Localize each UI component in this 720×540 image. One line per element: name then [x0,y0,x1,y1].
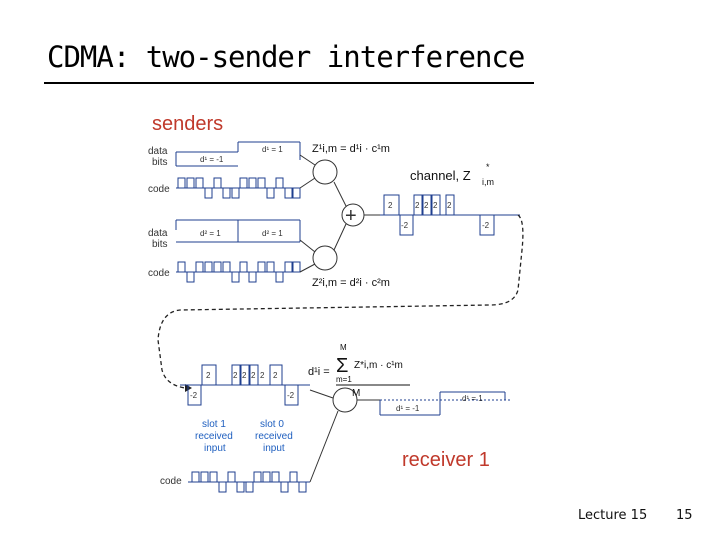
sender2-bits-label: bits [152,239,168,250]
channel-waveform [380,194,520,236]
receiver-input-top-1: 2 [206,371,211,380]
cdma-diagram: senders data bits d¹ = -1 d¹ = 1 code Z¹… [148,113,524,493]
channel-label: channel, Z [410,168,471,183]
sender2-multiplier [312,245,338,271]
sender2-bit-slot0: d² = 1 [262,229,283,238]
channel-value-top-4: 2 [433,201,438,210]
channel-value-top-3: 2 [424,201,429,210]
sender2-data-label: data [148,228,168,239]
receiver-formula-sum-bottom: m=1 [336,375,352,384]
receiver-input-bottom-1: -2 [190,391,198,400]
sender1-bit-slot1: d¹ = -1 [200,155,224,164]
sender1-bits-label: bits [152,157,168,168]
mult2-to-adder [333,223,347,251]
receiver-input-top-4: 2 [251,371,256,380]
receiver-code-label: code [160,476,182,487]
receiver-code-waveform [188,471,310,493]
code-to-receiver-mult [309,410,339,483]
slot1-label-line1: slot 1 [202,419,226,430]
channel-sub: i,m [482,177,494,187]
sender1-formula: Z¹i,m = d¹i · c¹m [312,143,390,155]
sender2-bit-slot1: d² = 1 [200,229,221,238]
receiver-input-top-6: 2 [273,371,278,380]
channel-value-bottom-2: -2 [482,221,490,230]
sender1-data-to-mult [299,154,316,166]
receiver-input-waveform [180,364,310,406]
sender1-data-waveform [175,141,301,167]
receiver-out-slot0: d¹ = 1 [462,394,483,403]
channel-value-bottom-1: -2 [401,221,409,230]
sender2-code-label: code [148,268,170,279]
slot1-label-line2: received [195,431,233,442]
sender1-multiplier [312,159,338,185]
slot0-label-line2: received [255,431,293,442]
adder-plus-icon: + [345,205,357,227]
receiver-formula-sum-top: M [340,343,347,352]
sender1-code-to-mult [299,177,316,189]
receiver-input-top-5: 2 [260,371,265,380]
receiver-formula-lhs: d¹i = [308,366,330,378]
channel-to-receiver-path [157,214,524,389]
sender1-bit-slot0: d¹ = 1 [262,145,283,154]
slot0-label-line1: slot 0 [260,419,284,430]
channel-value-top-5: 2 [447,201,452,210]
channel-value-top-2: 2 [415,201,420,210]
sender2-data-waveform [175,219,301,243]
receiver-input-top-2: 2 [233,371,238,380]
receiver-input-top-3: 2 [242,371,247,380]
receiver-out-slot1: d¹ = -1 [396,404,420,413]
sender2-code-to-mult [299,263,316,273]
receiver-formula-denominator: M [352,388,360,399]
slot0-label-line3: input [263,443,285,454]
footer-page-number: 15 [676,508,693,523]
sender1-code-label: code [148,184,170,195]
title-underline [44,82,534,84]
sender2-formula: Z²i,m = d²i · c²m [312,277,390,289]
receiver-sum-icon: Σ [336,355,348,377]
sender2-code-waveform [176,261,301,283]
mult1-to-adder [333,181,347,207]
slot1-label-line3: input [204,443,226,454]
receiver-input-bottom-2: -2 [287,391,295,400]
slide-title: CDMA: two-sender interference [47,40,525,74]
footer-lecture-label: Lecture 15 [578,508,648,523]
sender1-code-waveform [176,177,301,199]
receiver-formula-numerator: Z*i,m · c¹m [354,360,403,371]
receiver-heading: receiver 1 [402,449,490,471]
senders-heading: senders [152,113,223,135]
sender2-data-to-mult [299,239,316,253]
receiver-output-waveform [379,391,510,416]
input-to-receiver-mult [309,389,334,399]
channel-sup: * [486,162,490,172]
sender1-data-label: data [148,146,168,157]
channel-value-top-1: 2 [388,201,393,210]
